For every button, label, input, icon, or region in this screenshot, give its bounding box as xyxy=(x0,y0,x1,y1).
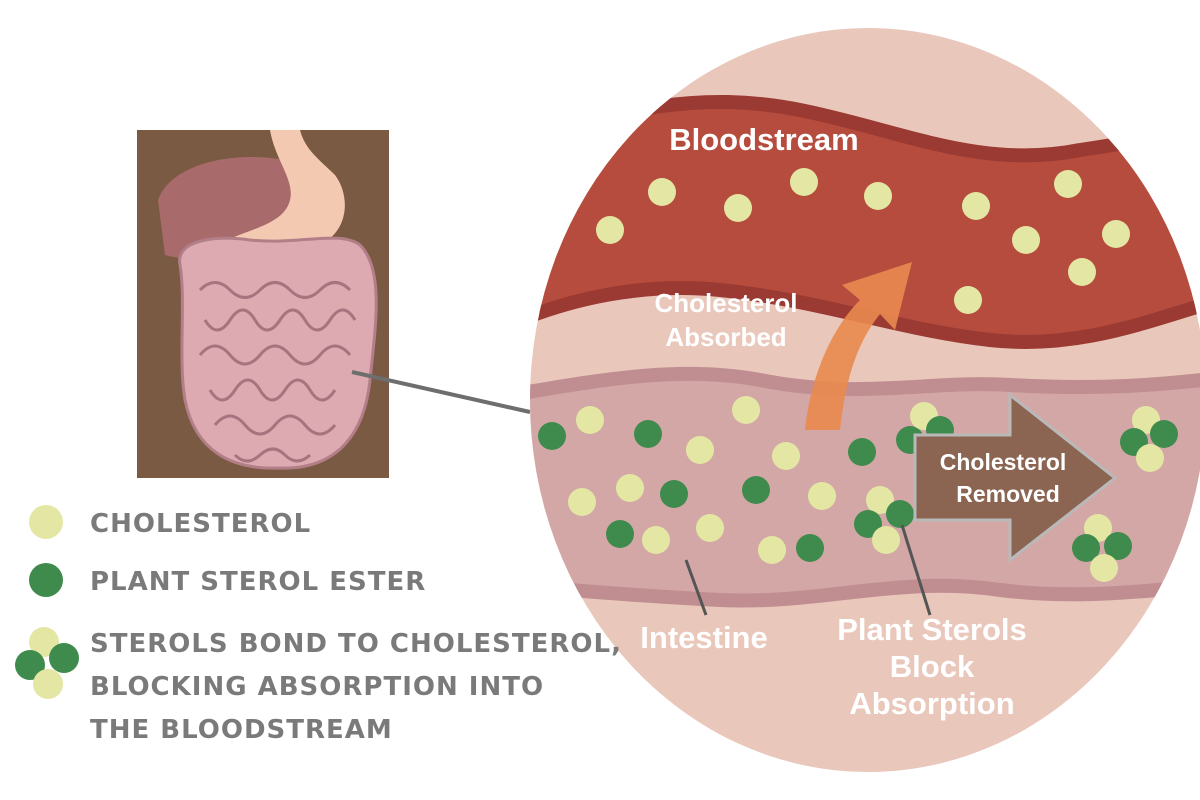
legend-plant-sterol-swatch xyxy=(29,563,63,597)
cholesterol-dot xyxy=(724,194,752,222)
cholesterol-dot xyxy=(758,536,786,564)
cholesterol-dot xyxy=(1136,444,1164,472)
connector-line xyxy=(351,370,531,414)
plant-sterol-dot xyxy=(634,420,662,448)
plant-sterol-dot xyxy=(538,422,566,450)
cholesterol-dot xyxy=(1054,170,1082,198)
plant-sterol-dot xyxy=(1072,534,1100,562)
cholesterol-dot xyxy=(772,442,800,470)
bloodstream-label: Bloodstream xyxy=(669,122,858,157)
cholesterol-dot xyxy=(686,436,714,464)
sterols-pointer xyxy=(900,524,932,616)
legend-cholesterol-label: CHOLESTEROL xyxy=(90,509,311,539)
cholesterol-dot xyxy=(1068,258,1096,286)
cholesterol-dot xyxy=(1090,554,1118,582)
cholesterol-dot xyxy=(808,482,836,510)
legend: CHOLESTEROL PLANT STEROL ESTER STEROLS B… xyxy=(15,505,622,745)
magnified-circle: Bloodstream Cholesterol Absorbed Cholest… xyxy=(530,28,1200,772)
plant-sterol-dot xyxy=(848,438,876,466)
intestine-pointer xyxy=(684,559,708,616)
intestine-mass xyxy=(178,236,378,470)
cholesterol-removed-label-line2: Removed xyxy=(956,481,1060,507)
legend-bond-line3: THE BLOODSTREAM xyxy=(90,715,393,745)
plant-sterols-block-label-line2: Block xyxy=(890,649,975,684)
legend-bond-cluster xyxy=(15,627,79,699)
legend-bond-line1: STEROLS BOND TO CHOLESTEROL, xyxy=(90,629,622,659)
cholesterol-dot xyxy=(790,168,818,196)
cholesterol-dot xyxy=(962,192,990,220)
cholesterol-dot xyxy=(576,406,604,434)
cholesterol-dot xyxy=(866,486,894,514)
cholesterol-dot xyxy=(1102,220,1130,248)
cholesterol-absorbed-label-line2: Absorbed xyxy=(665,322,786,352)
plant-sterols-block-label-line3: Absorption xyxy=(849,686,1014,721)
plant-sterol-dot xyxy=(606,520,634,548)
cholesterol-absorbed-label-line1: Cholesterol xyxy=(654,288,797,318)
plant-sterol-dot xyxy=(742,476,770,504)
cholesterol-dot xyxy=(872,526,900,554)
plant-sterol-dot xyxy=(854,510,882,538)
molecule-dots xyxy=(538,168,1178,582)
cholesterol-dot xyxy=(596,216,624,244)
blood-vessel xyxy=(530,94,1200,349)
cholesterol-dot xyxy=(864,182,892,210)
plant-sterol-dot xyxy=(1150,420,1178,448)
cholesterol-dot xyxy=(1012,226,1040,254)
cholesterol-dot xyxy=(568,488,596,516)
plant-sterol-dot xyxy=(796,534,824,562)
cholesterol-dot xyxy=(696,514,724,542)
digestive-system-illustration xyxy=(137,130,389,478)
cholesterol-dot xyxy=(616,474,644,502)
intestine-loops xyxy=(198,281,357,463)
plant-sterol-dot xyxy=(886,500,914,528)
intestine-label: Intestine xyxy=(640,620,767,655)
cholesterol-dot xyxy=(954,286,982,314)
cholesterol-dot xyxy=(732,396,760,424)
legend-plant-sterol-label: PLANT STEROL ESTER xyxy=(90,567,426,597)
legend-bond-line2: BLOCKING ABSORPTION INTO xyxy=(90,672,544,702)
absorbed-arrow xyxy=(805,262,912,430)
legend-cholesterol-swatch xyxy=(29,505,63,539)
removed-arrow xyxy=(913,391,1118,564)
cholesterol-dot xyxy=(648,178,676,206)
cholesterol-dot xyxy=(642,526,670,554)
cholesterol-removed-label-line1: Cholesterol xyxy=(940,449,1067,475)
stomach-shape xyxy=(232,130,345,250)
plant-sterols-block-label-line1: Plant Sterols xyxy=(837,612,1027,647)
plant-sterol-dot xyxy=(1104,532,1132,560)
plant-sterol-dot xyxy=(660,480,688,508)
